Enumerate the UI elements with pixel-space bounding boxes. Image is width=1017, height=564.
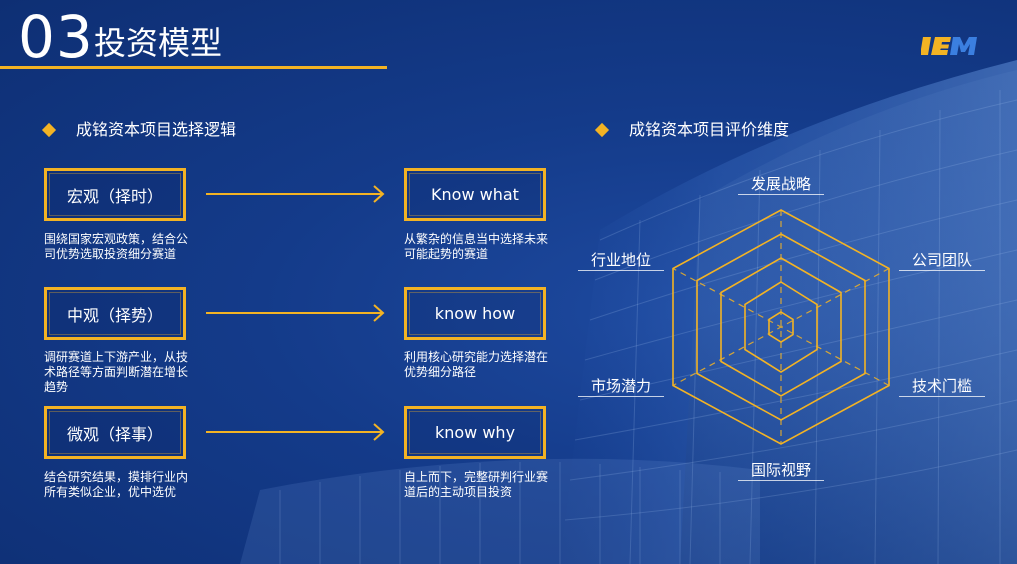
micro-description: 结合研究结果，摸排行业内所有类似企业，优中选优 [44, 470, 189, 499]
label-underline [738, 194, 824, 195]
arrow-right-icon [206, 185, 385, 203]
left-section-heading: 成铭资本项目选择逻辑 [41, 120, 237, 140]
micro-box: 微观（择事） [44, 406, 186, 459]
radar-label-strategy: 发展战略 [750, 175, 811, 193]
right-heading-text: 成铭资本项目评价维度 [629, 120, 790, 139]
know-how-box: know how [404, 287, 546, 340]
radar-label-tech: 技术门槛 [911, 377, 972, 395]
know-what-box: Know what [404, 168, 546, 221]
label-underline [738, 480, 824, 481]
section-number: 03 [18, 3, 94, 71]
macro-label: 宏观（择时） [66, 186, 163, 206]
label-underline [899, 396, 985, 397]
arrow-right-icon [206, 423, 385, 441]
radar-label-global: 国际视野 [750, 461, 811, 479]
header-underline [0, 66, 387, 69]
macro-description: 围绕国家宏观政策，结合公司优势选取投资细分赛道 [44, 232, 189, 261]
left-heading-text: 成铭资本项目选择逻辑 [76, 120, 237, 139]
meso-description: 调研赛道上下游产业，从技术路径等方面判断潜在增长趋势 [44, 350, 189, 394]
radar-label-team: 公司团队 [911, 251, 972, 269]
axis-line [672, 267, 890, 387]
macro-box: 宏观（择时） [44, 168, 186, 221]
radar-label-market: 市场潜力 [590, 377, 651, 395]
page-title: 投资模型 [94, 24, 223, 62]
label-underline [899, 270, 985, 271]
right-section-heading: 成铭资本项目评价维度 [594, 120, 790, 140]
know-what-label: Know what [431, 185, 519, 204]
know-what-description: 从繁杂的信息当中选择未来可能起势的赛道 [404, 232, 549, 261]
know-why-box: know why [404, 406, 546, 459]
know-how-description: 利用核心研究能力选择潜在优势细分路径 [404, 350, 549, 379]
arrow-right-icon [206, 304, 385, 322]
know-why-description: 自上而下，完整研判行业赛道后的主动项目投资 [404, 470, 549, 499]
label-underline [578, 270, 664, 271]
hexagon-ring-4 [744, 281, 818, 373]
radar-label-industry: 行业地位 [590, 251, 651, 269]
hexagon-ring-3 [720, 257, 842, 397]
know-why-label: know why [434, 423, 516, 442]
know-how-label: know how [434, 304, 516, 323]
meso-label: 中观（择势） [66, 305, 163, 325]
company-logo [921, 37, 977, 55]
micro-label: 微观（择事） [66, 424, 163, 444]
label-underline [578, 396, 664, 397]
